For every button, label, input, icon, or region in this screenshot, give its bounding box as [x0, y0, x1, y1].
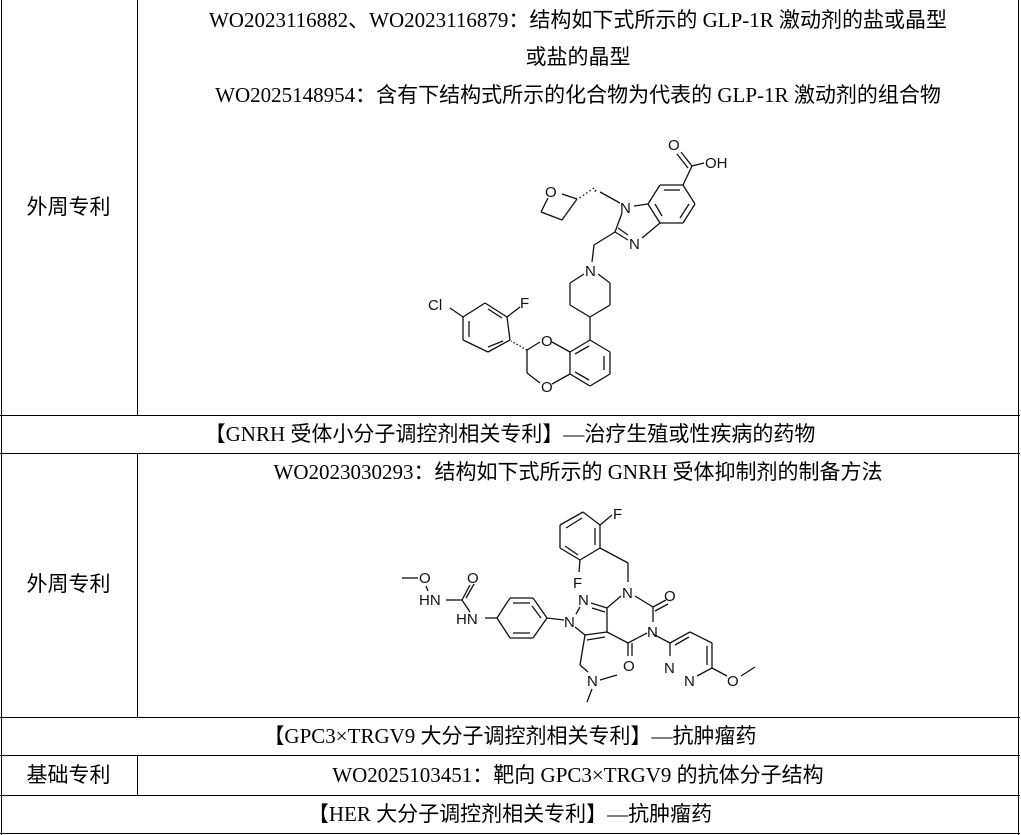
row-divider — [0, 415, 1020, 416]
row-label: 外周专利 — [26, 572, 111, 596]
atom-n: N — [622, 585, 633, 602]
atom-oh: OH — [705, 155, 728, 172]
atom-hn: HN — [456, 611, 478, 628]
atom-n: N — [664, 660, 675, 677]
atom-o: O — [419, 570, 431, 587]
atom-o: O — [727, 673, 739, 690]
table-border-right — [1018, 0, 1019, 835]
atom-cl: Cl — [428, 297, 442, 314]
atom-o: O — [623, 658, 635, 675]
atom-n: N — [620, 200, 631, 217]
atom-f: F — [520, 295, 529, 312]
column-divider — [137, 0, 138, 415]
atom-n: N — [684, 673, 695, 690]
atom-f: F — [613, 506, 622, 523]
atom-n: N — [629, 236, 640, 253]
section-header: 【GNRH 受体小分子调控剂相关专利】—治疗生殖或性疾病的药物 — [204, 422, 816, 446]
section-header: 【HER 大分子调控剂相关专利】—抗肿瘤药 — [307, 802, 713, 826]
column-divider — [137, 755, 138, 795]
atom-o: O — [664, 588, 676, 605]
atom-f: F — [573, 575, 582, 592]
atom-o: O — [541, 333, 553, 350]
row-divider — [0, 795, 1020, 796]
atom-n: N — [647, 624, 658, 641]
atom-o: O — [467, 570, 479, 587]
atom-n: N — [578, 592, 589, 609]
patent-text: WO2025148954：含有下结构式所示的化合物为代表的 GLP-1R 激动剂… — [215, 83, 941, 107]
table-border-left — [1, 0, 2, 835]
row-divider — [0, 833, 1020, 834]
column-divider — [137, 453, 138, 717]
atom-hn: HN — [419, 592, 441, 609]
atom-o: O — [668, 137, 680, 154]
section-header: 【GPC3×TRGV9 大分子调控剂相关专利】—抗肿瘤药 — [263, 724, 757, 748]
atom-o: O — [545, 184, 557, 201]
row-divider — [0, 453, 1020, 454]
patent-text: WO2025103451：靶向 GPC3×TRGV9 的抗体分子结构 — [332, 763, 824, 787]
row-divider — [0, 755, 1020, 756]
patent-text: 或盐的晶型 — [525, 45, 631, 69]
atom-n: N — [585, 263, 596, 280]
atom-n: N — [587, 673, 598, 690]
row-label: 外周专利 — [26, 195, 111, 219]
patent-text: WO2023030293：结构如下式所示的 GNRH 受体抑制剂的制备方法 — [273, 460, 883, 484]
atom-n: N — [564, 614, 575, 631]
row-label: 基础专利 — [26, 763, 111, 787]
row-divider — [0, 717, 1020, 718]
patent-text: WO2023116882、WO2023116879：结构如下式所示的 GLP-1… — [208, 8, 948, 32]
atom-o: O — [541, 379, 553, 396]
